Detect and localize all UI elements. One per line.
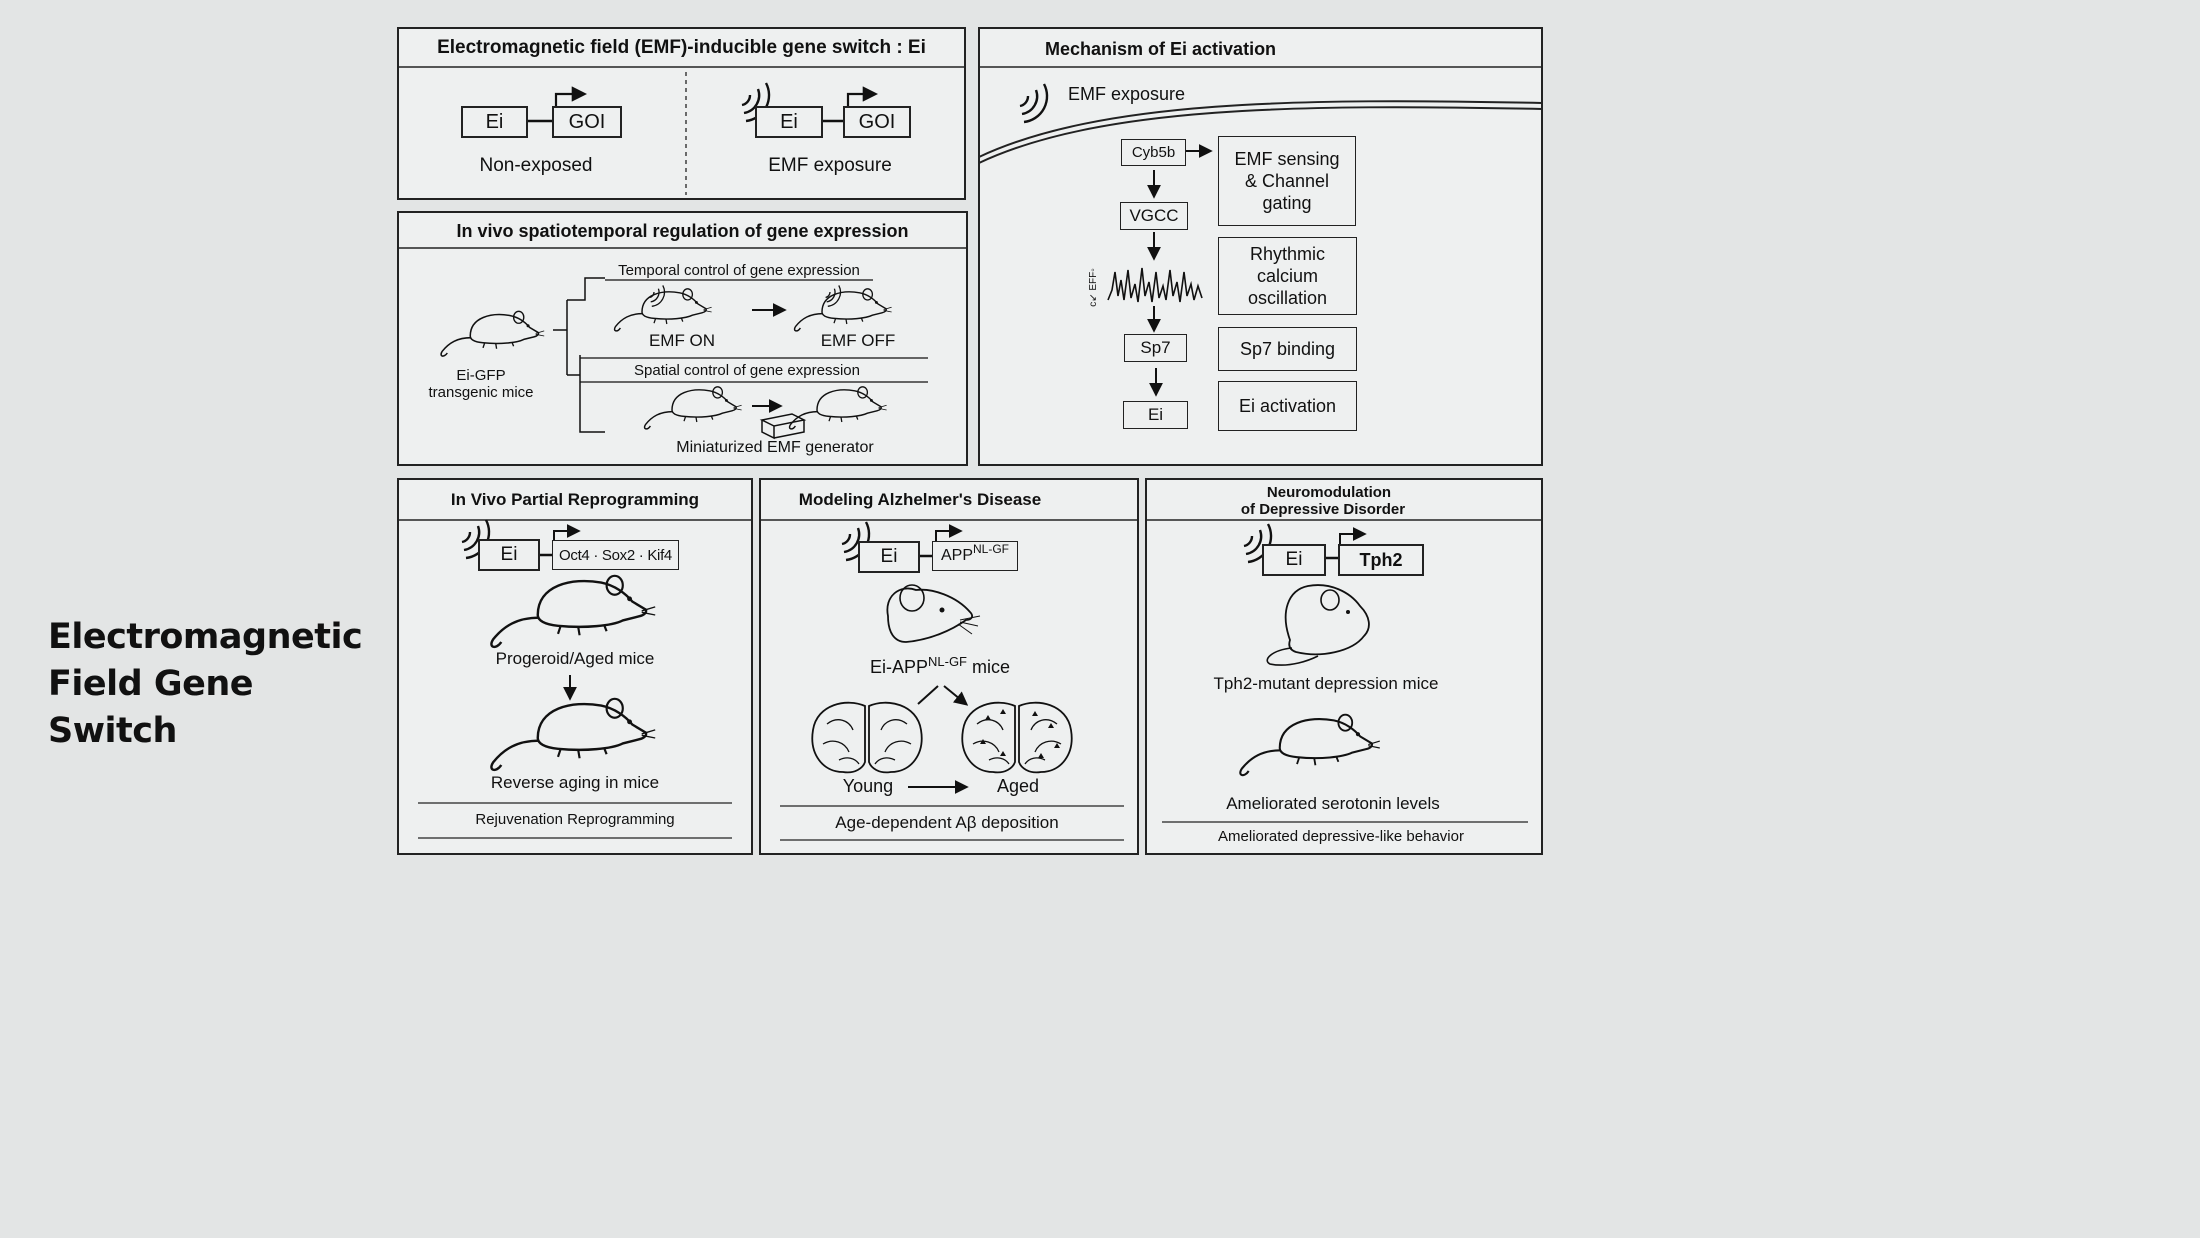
trace-label: c↙ EFF◦ <box>1087 268 1099 307</box>
main-title: Electromagnetic Field Gene Switch <box>48 614 363 755</box>
box-line: & Channel <box>1244 171 1330 191</box>
sp7-binding-box: Sp7 binding <box>1218 327 1357 371</box>
box-line: calcium <box>1256 266 1318 286</box>
gene-label: APP <box>940 547 973 564</box>
panel-depression <box>1145 478 1543 855</box>
box-line: EMF sensing <box>1234 149 1340 169</box>
emf-on-label: EMF ON <box>648 331 716 350</box>
footer-label: Rejuvenation Reprogramming <box>475 811 675 828</box>
non-exposed-label: Non-exposed <box>479 155 593 176</box>
panel-title: Electromagnetic field (EMF)-inducible ge… <box>437 37 926 58</box>
genes-box: Oct4 · Sox2 · Kif4 <box>552 540 679 570</box>
box-line: Rhythmic <box>1249 244 1325 264</box>
calcium-oscillation-box: Rhythmic calcium oscillation <box>1218 237 1357 315</box>
emf-off-label: EMF OFF <box>820 331 896 350</box>
panel-title: Neuromodulation <box>1266 484 1392 501</box>
mice-suffix: mice <box>967 657 1011 677</box>
gene-superscript: NL-GF <box>973 542 1009 556</box>
box-line: Ei activation <box>1238 396 1337 416</box>
step-ei: Ei <box>1123 401 1188 429</box>
mice-label: Ei-APPNL-GF mice <box>830 654 1050 678</box>
ei-box: Ei <box>461 106 528 138</box>
mice-superscript: NL-GF <box>928 654 967 669</box>
mice-label: Ei-GFP <box>456 367 506 384</box>
panel-title: In Vivo Partial Reprogramming <box>450 490 700 509</box>
tph2-box: Tph2 <box>1338 544 1424 576</box>
ei-box: Ei <box>858 541 920 573</box>
mice-label: Ameliorated serotonin levels <box>1226 794 1440 813</box>
mice-prefix: Ei-APP <box>869 657 928 677</box>
ei-box: Ei <box>478 539 540 571</box>
mice-label: Progeroid/Aged mice <box>495 649 655 668</box>
spatial-title: Spatial control of gene expression <box>634 362 860 379</box>
emf-exposure-label: EMF exposure <box>768 155 892 176</box>
panel-title: of Depressive Disorder <box>1240 501 1406 518</box>
emf-generator-icon <box>759 413 807 440</box>
ei-activation-box: Ei activation <box>1218 381 1357 431</box>
box-line: oscillation <box>1247 288 1328 308</box>
generator-label: Miniaturized EMF generator <box>676 439 874 456</box>
emf-exposure-label: EMF exposure <box>1068 84 1186 104</box>
young-label: Young <box>842 776 894 796</box>
aged-label: Aged <box>996 776 1040 796</box>
panel-title: In vivo spatiotemporal regulation of gen… <box>456 221 909 241</box>
goi-box: GOI <box>552 106 622 138</box>
step-sp7: Sp7 <box>1124 334 1187 362</box>
footer-label: Age-dependent Aβ deposition <box>835 813 1059 832</box>
mice-label: Tph2-mutant depression mice <box>1213 674 1439 693</box>
temporal-title: Temporal control of gene expression <box>618 262 860 279</box>
ei-box: Ei <box>755 106 823 138</box>
footer-label: Ameliorated depressive-like behavior <box>1218 828 1464 845</box>
mice-label: transgenic mice <box>428 384 534 401</box>
main-title-line: Switch <box>48 711 177 751</box>
box-line: gating <box>1262 193 1312 213</box>
goi-box: GOI <box>843 106 911 138</box>
panel-title: Mechanism of Ei activation <box>1045 39 1277 59</box>
calcium-trace <box>1107 267 1203 303</box>
sitting-mouse-icon <box>1266 584 1370 666</box>
mouse-head-icon <box>886 584 981 643</box>
panel-title: Modeling Alzhelmer's Disease <box>798 490 1042 509</box>
panel-in-vivo <box>397 211 968 466</box>
box-line: Sp7 binding <box>1239 339 1336 359</box>
step-cyb5b: Cyb5b <box>1121 139 1186 166</box>
emf-sensing-box: EMF sensing & Channel gating <box>1218 136 1356 226</box>
mice-label: Reverse aging in mice <box>490 773 660 792</box>
main-title-line: Electromagnetic <box>48 617 363 657</box>
main-title-line: Field Gene <box>48 664 254 704</box>
step-vgcc: VGCC <box>1120 202 1188 230</box>
ei-box: Ei <box>1262 544 1326 576</box>
